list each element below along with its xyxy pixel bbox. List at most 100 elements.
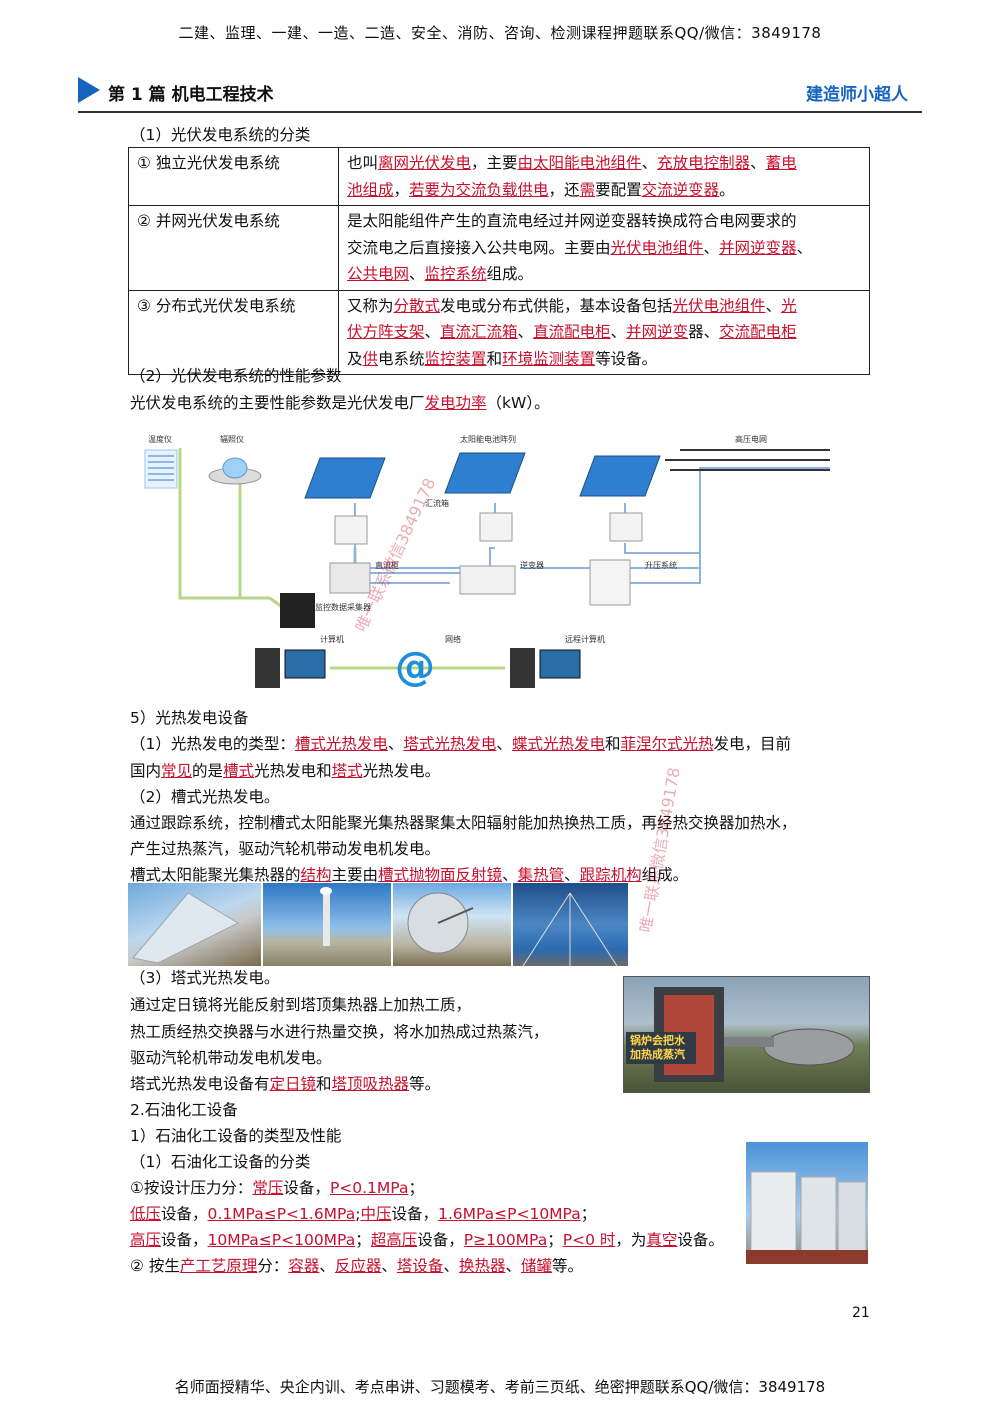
keyword: 换热器	[458, 1257, 506, 1275]
keyword: 交流逆变器	[641, 180, 720, 199]
text: 、	[387, 735, 404, 753]
text: 设备。	[677, 1231, 724, 1249]
table-cell-type: ③ 分布式光伏发电系统	[128, 289, 339, 375]
text: 等设备。	[595, 349, 658, 368]
text: 主要由	[331, 866, 379, 884]
keyword: 常见	[161, 762, 193, 780]
monitor-collector	[280, 593, 315, 628]
storage-tanks-photo	[746, 1142, 868, 1264]
combiner-box	[334, 515, 368, 545]
text: 的是	[192, 762, 224, 780]
table-row: ② 并网光伏发电系统 是太阳能组件产生的直流电经过并网逆变器转换成符合电网要求的…	[128, 205, 870, 291]
text: （1）光热发电的类型：	[130, 735, 295, 753]
text: 组成。	[641, 866, 689, 884]
text: 、	[319, 1257, 335, 1275]
keyword: 反应器	[334, 1257, 382, 1275]
keyword: 塔式光热发电	[403, 735, 497, 753]
keyword: 0.1MPa≤P<1.6MPa	[207, 1205, 356, 1223]
paragraph: 产生过热蒸汽，驱动汽轮机带动发电机发电。	[130, 840, 441, 858]
text: 设备，	[417, 1231, 464, 1249]
keyword: 伏方阵支架	[347, 323, 425, 341]
text: 、	[505, 1257, 521, 1275]
label-net: 网络	[445, 634, 461, 644]
keyword: 光伏电池组件	[610, 238, 704, 257]
label-dc: 直流柜	[375, 560, 399, 570]
paragraph: 驱动汽轮机带动发电机发电。	[130, 1049, 332, 1067]
label-combiner: 汇流箱	[425, 498, 449, 508]
paragraph: 国内常见的是槽式光热发电和塔式光热发电。	[130, 759, 440, 781]
label-array: 太阳能电池阵列	[460, 434, 516, 444]
keyword: 离网光伏发电	[378, 154, 472, 172]
keyword: 真空	[646, 1231, 678, 1249]
keyword: 槽式光热发电	[294, 735, 388, 753]
fresnel-collector-photo	[513, 883, 628, 967]
text: 器、	[688, 323, 720, 341]
watermark-text: 唯一联系微信3849178	[635, 765, 684, 934]
text: 也叫	[347, 154, 379, 172]
table-cell-type: ① 独立光伏发电系统	[128, 147, 339, 206]
text: ，主要	[471, 154, 518, 172]
text: 又称为	[347, 296, 394, 315]
text: 和	[604, 735, 621, 753]
paragraph: ①按设计压力分：常压设备，P<0.1MPa；	[130, 1176, 424, 1198]
keyword: 需	[579, 180, 596, 199]
network-at-icon: @	[395, 644, 435, 690]
inverter	[459, 565, 516, 595]
label-booster: 升压系统	[645, 560, 677, 570]
keyword: 环境监测装置	[502, 349, 596, 368]
keyword: 并网逆变器	[719, 238, 797, 257]
keyword: 结构	[300, 866, 332, 884]
text: 设备，	[391, 1205, 438, 1223]
paragraph: 高压设备，10MPa≤P<100MPa；超高压设备，P≥100MPa；P<0 时…	[130, 1228, 724, 1250]
text: 、	[443, 1257, 459, 1275]
keyword: 监控系统	[424, 265, 487, 283]
text: 、	[564, 866, 580, 884]
boiler-caption: 锅炉会把水加热成蒸汽	[626, 1032, 696, 1064]
chapter-title: 第 1 篇 机电工程技术	[108, 85, 274, 105]
pv-classification-table: ① 独立光伏发电系统 也叫离网光伏发电，主要由太阳能电池组件、充放电控制器、蓄电…	[128, 147, 870, 375]
keyword: 10MPa≤P<100MPa	[207, 1231, 356, 1249]
text: 电系统	[378, 349, 425, 368]
keyword: 发电功率	[424, 394, 487, 412]
text: ；	[355, 1231, 371, 1249]
solar-panel	[444, 452, 526, 494]
label-inverter: 逆变器	[520, 560, 544, 570]
text: 塔式光热发电设备有	[130, 1075, 270, 1093]
section-heading-pv-performance: （2）光伏发电系统的性能参数	[130, 367, 342, 385]
keyword: 并网逆变	[626, 323, 689, 341]
top-banner: 二建、监理、一建、一造、二造、安全、消防、咨询、检测课程押题联系QQ/微信：38…	[178, 24, 822, 42]
text: 和	[316, 1075, 332, 1093]
text: 国内	[130, 762, 162, 780]
keyword: P<0 时	[562, 1231, 616, 1249]
section-heading-solar-thermal: 5）光热发电设备	[130, 709, 249, 727]
keyword: 高压	[130, 1231, 162, 1249]
keyword: 常压	[252, 1179, 284, 1197]
computer	[255, 648, 326, 688]
keyword: 1.6MPa≤P<10MPa	[437, 1205, 581, 1223]
text: 、	[517, 323, 534, 341]
keyword: 直流汇流箱	[440, 323, 518, 341]
keyword: 池组成	[347, 180, 394, 199]
footer-banner: 名师面授精华、央企内训、考点串讲、习题模考、考前三页纸、绝密押题联系QQ/微信：…	[174, 1378, 826, 1396]
text: 光热发电和	[254, 762, 332, 780]
text: 光热发电。	[362, 762, 441, 780]
paragraph: 低压设备，0.1MPa≤P<1.6MPa;中压设备，1.6MPa≤P<10MPa…	[130, 1202, 596, 1224]
table-cell-type: ② 并网光伏发电系统	[128, 205, 339, 291]
table-row: ① 独立光伏发电系统 也叫离网光伏发电，主要由太阳能电池组件、充放电控制器、蓄电…	[128, 147, 870, 206]
combiner-box	[609, 512, 643, 542]
text: （kW）。	[486, 394, 550, 412]
temperature-sensor	[144, 449, 178, 489]
keyword: 分散式	[393, 296, 441, 315]
label-radiation: 辐照仪	[220, 434, 244, 444]
keyword: 超高压	[370, 1231, 418, 1249]
header-divider	[78, 111, 922, 113]
paragraph: 通过定日镜将光能反射到塔顶集热器上加热工质，	[130, 996, 472, 1014]
keyword: 蝶式光热发电	[511, 735, 605, 753]
text: 是太阳能组件产生的直流电经过并网逆变器转换成符合电网要求的	[347, 212, 797, 230]
trough-collector-photo	[128, 883, 261, 966]
text: 、	[496, 735, 512, 753]
keyword: 塔设备	[396, 1257, 444, 1275]
svg-text:@: @	[395, 644, 435, 690]
header-arrow-icon	[78, 77, 100, 103]
subheading: （2）槽式光热发电。	[130, 788, 280, 806]
